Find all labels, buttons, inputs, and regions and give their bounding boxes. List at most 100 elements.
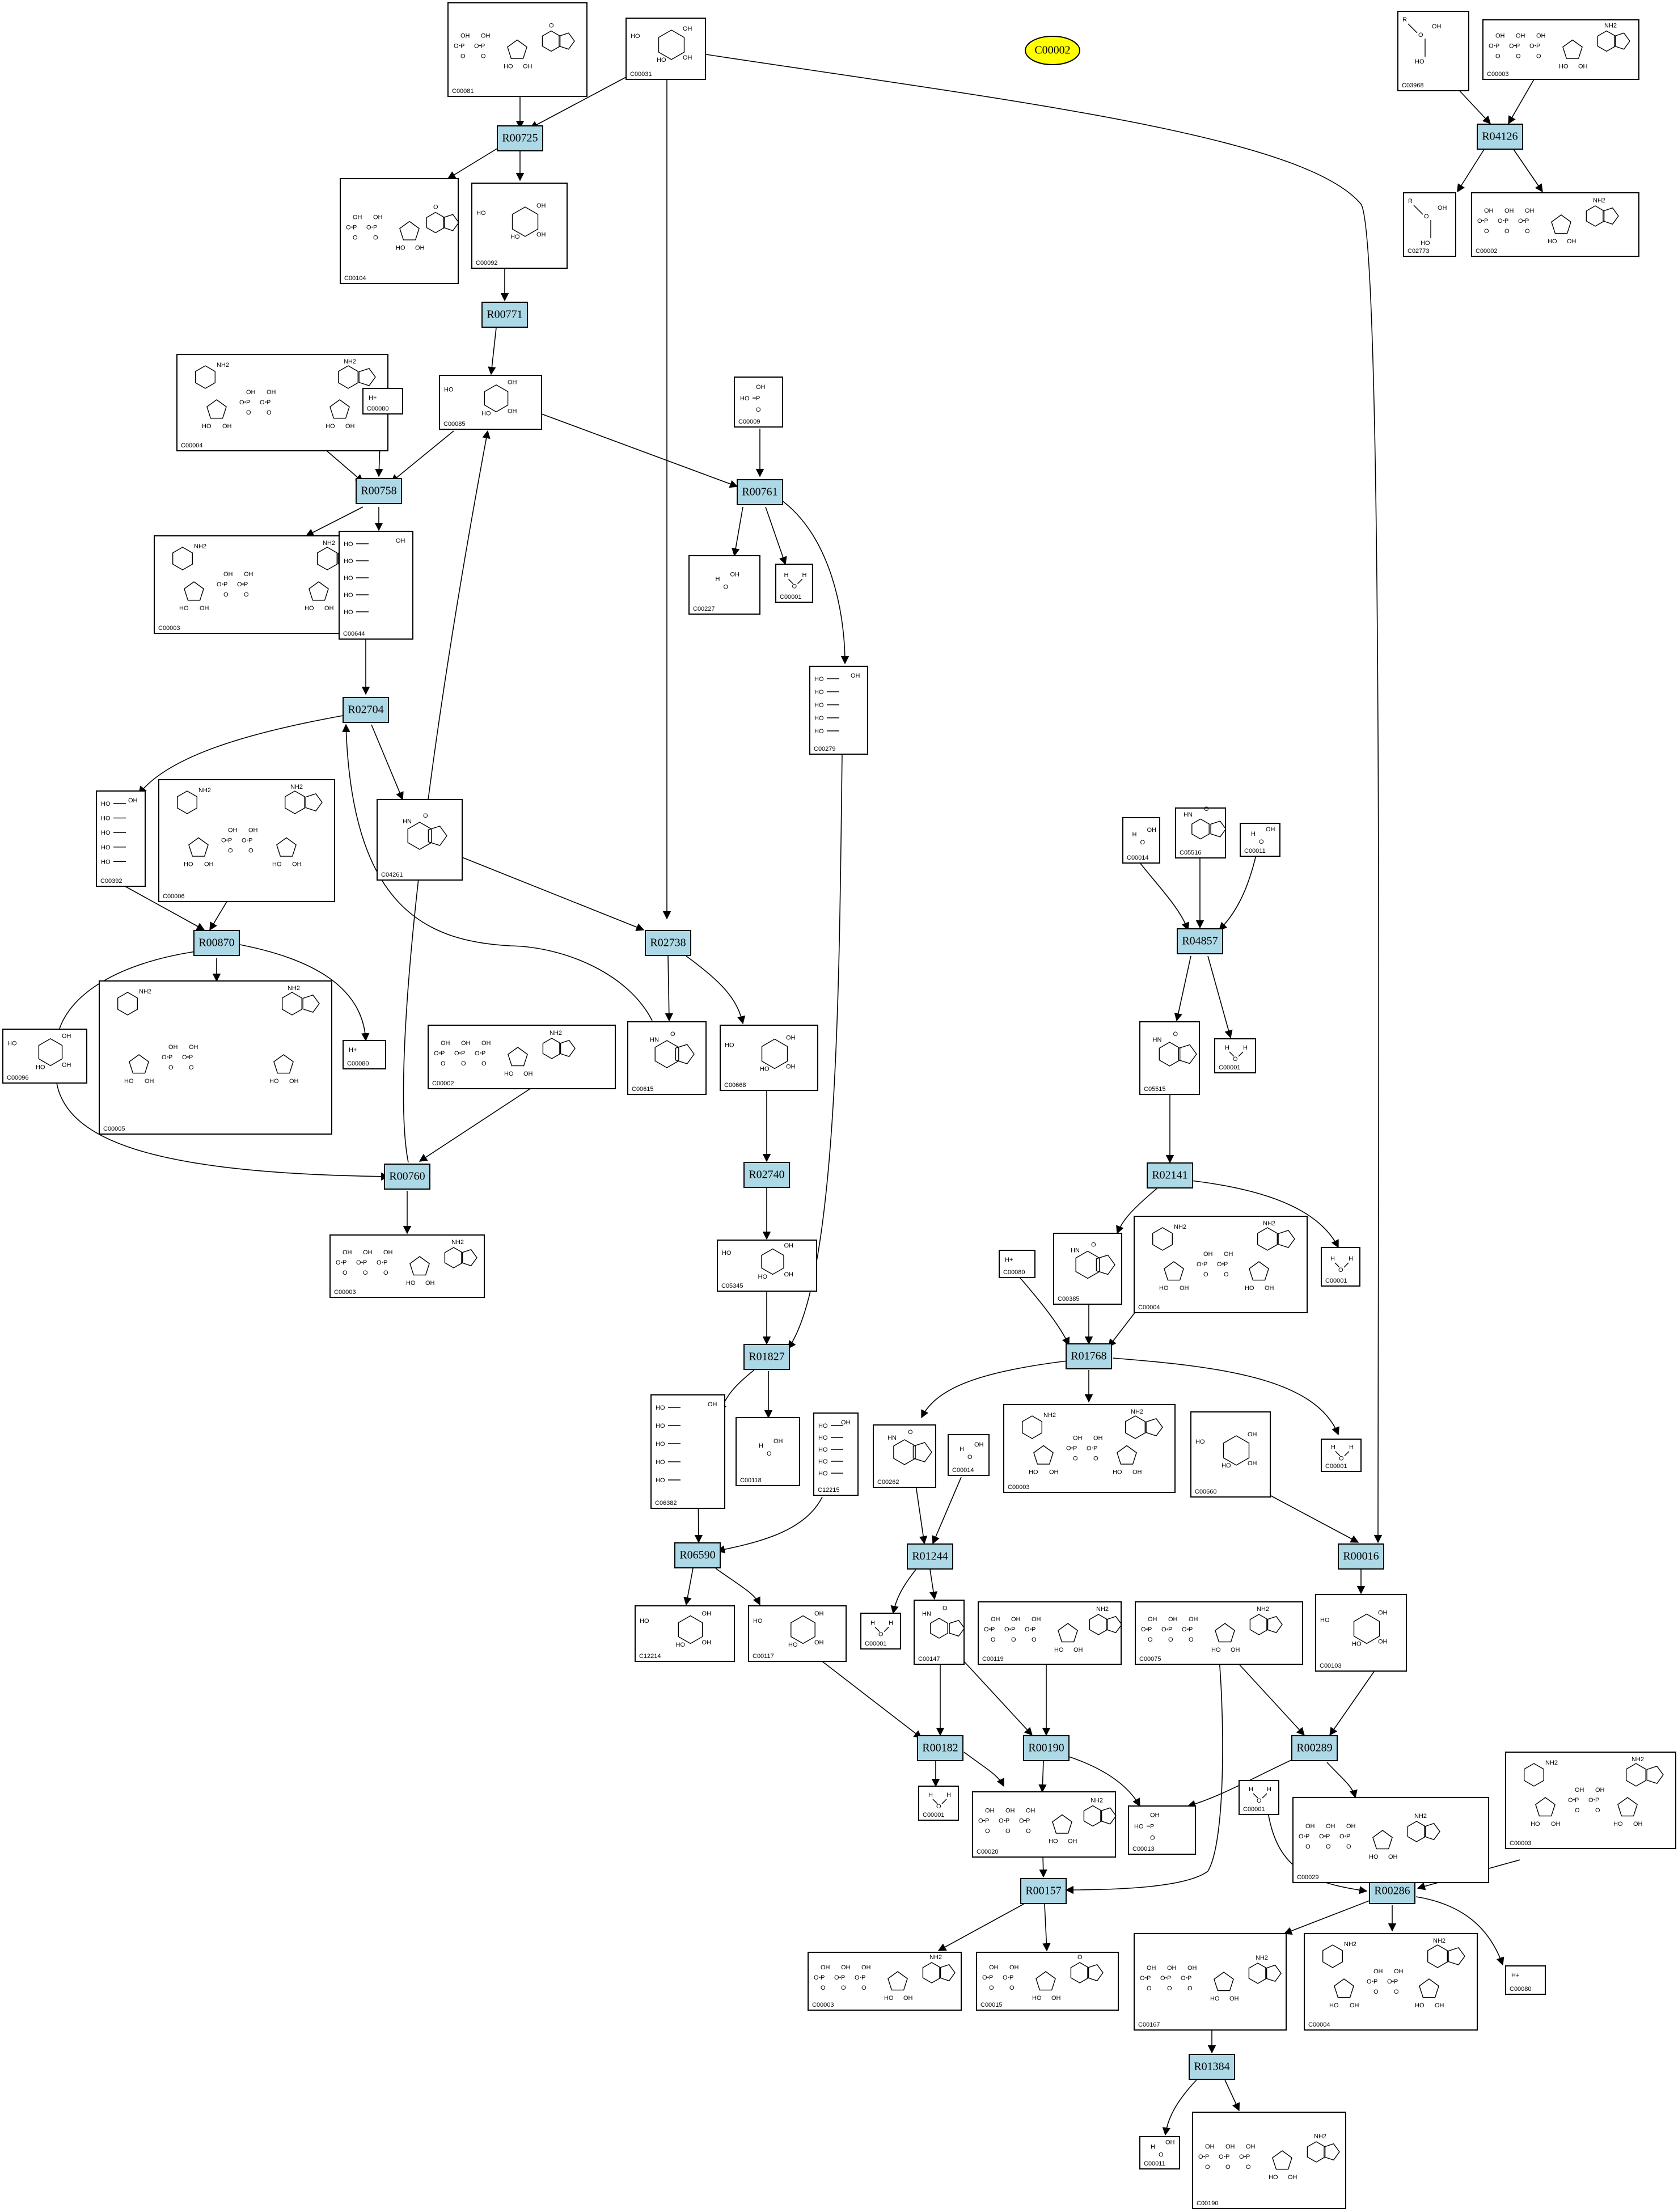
reaction-node-r02738[interactable]: R02738 bbox=[645, 930, 691, 956]
reaction-node-r00760[interactable]: R00760 bbox=[384, 1164, 430, 1190]
reaction-node-r00182[interactable]: R00182 bbox=[917, 1735, 963, 1761]
reaction-node-r06590[interactable]: R06590 bbox=[674, 1542, 721, 1568]
atom-label: OH bbox=[481, 1040, 491, 1047]
reaction-node-r01768[interactable]: R01768 bbox=[1066, 1343, 1112, 1369]
atom-label: OH bbox=[1495, 33, 1505, 40]
atom-label: O bbox=[1087, 1445, 1092, 1452]
reaction-node-r01384[interactable]: R01384 bbox=[1189, 2054, 1235, 2080]
reaction-node-r04857[interactable]: R04857 bbox=[1177, 928, 1223, 954]
atom-label: O bbox=[1140, 839, 1146, 846]
atom-label: OH bbox=[508, 379, 517, 386]
reaction-node-r00870[interactable]: R00870 bbox=[193, 930, 240, 956]
reaction-node-r04126[interactable]: R04126 bbox=[1477, 124, 1523, 150]
reaction-node-r02740[interactable]: R02740 bbox=[743, 1162, 790, 1188]
reaction-node-r00725[interactable]: R00725 bbox=[497, 125, 543, 151]
atom-label: P bbox=[989, 1974, 993, 1981]
reaction-node-r00758[interactable]: R00758 bbox=[356, 478, 402, 504]
reaction-node-r00761[interactable]: R00761 bbox=[737, 479, 783, 505]
reaction-node-r00157[interactable]: R00157 bbox=[1020, 1878, 1067, 1904]
reaction-node-r02704[interactable]: R02704 bbox=[343, 697, 389, 723]
reaction-node-r00016[interactable]: R00016 bbox=[1338, 1543, 1384, 1570]
reaction-node-r00771[interactable]: R00771 bbox=[481, 302, 528, 328]
reaction-node-r01244[interactable]: R01244 bbox=[907, 1543, 953, 1570]
atom-label: OH bbox=[441, 1040, 450, 1047]
atom-label: P bbox=[1150, 1824, 1154, 1830]
reaction-node-r01827[interactable]: R01827 bbox=[743, 1344, 790, 1370]
atom-label: OH bbox=[1093, 1435, 1103, 1442]
reaction-node-r02141[interactable]: R02141 bbox=[1147, 1162, 1193, 1189]
reaction-node-r00190[interactable]: R00190 bbox=[1023, 1735, 1070, 1761]
atom-label: OH bbox=[246, 389, 256, 396]
map-title[interactable]: C00002 bbox=[1025, 36, 1080, 65]
atom-label: HO bbox=[1421, 240, 1430, 247]
reaction-node-r00289[interactable]: R00289 bbox=[1291, 1735, 1338, 1761]
